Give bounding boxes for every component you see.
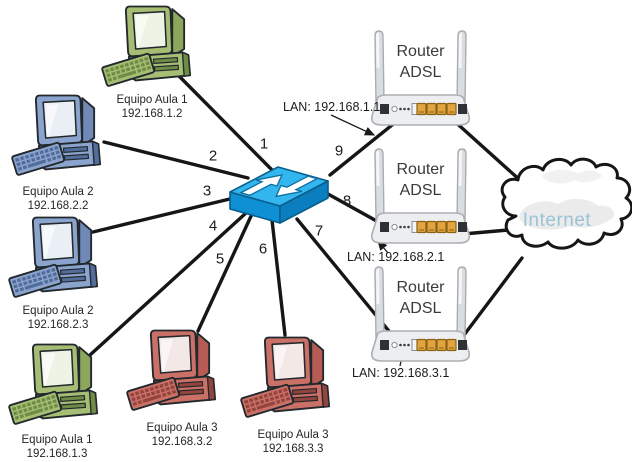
computer-name: Equipo Aula 3 <box>257 429 329 441</box>
lan-label-router3: LAN: 192.168.3.1 <box>352 366 450 380</box>
computer-aula3-1 <box>125 327 227 419</box>
computer-label: Equipo Aula 1 192.168.1.3 <box>22 434 93 461</box>
computer-aula1-1 <box>100 3 202 95</box>
computer-name: Equipo Aula 2 <box>22 305 94 317</box>
lan-label-router2: LAN: 192.168.2.1 <box>347 250 445 264</box>
computer-label: Equipo Aula 2 192.168.2.2 <box>23 186 94 213</box>
computer-icon <box>7 343 99 426</box>
router-label-line1: Router <box>396 43 445 60</box>
switch-arrows-icon <box>235 168 323 203</box>
cable-number-7: 7 <box>314 222 324 240</box>
router-label-line2: ADSL <box>399 300 442 317</box>
router-label-line2: ADSL <box>399 182 442 199</box>
computer-name: Equipo Aula 1 <box>116 94 188 106</box>
router-label: Router ADSL <box>363 277 478 319</box>
computer-ip: 192.168.1.3 <box>26 447 88 460</box>
cloud-icon <box>500 157 632 250</box>
cable-number-3: 3 <box>202 182 212 200</box>
cable-number-6: 6 <box>258 240 268 258</box>
computer-aula2-2 <box>7 214 109 306</box>
cable-number-1: 1 <box>259 135 269 153</box>
internet-cloud: Internet <box>486 152 632 264</box>
lan-label-router1: LAN: 192.168.1.1 <box>283 100 381 114</box>
computer-label: Equipo Aula 3 192.168.3.2 <box>147 422 218 449</box>
cable-number-8: 8 <box>342 192 352 210</box>
computer-icon <box>10 94 102 177</box>
router-label-line1: Router <box>396 279 445 296</box>
network-switch <box>226 162 332 228</box>
router-label-line1: Router <box>396 161 445 178</box>
cable-number-5: 5 <box>215 250 225 268</box>
computer-label: Equipo Aula 3 192.168.3.3 <box>258 429 329 456</box>
computer-ip: 192.168.2.3 <box>27 318 89 331</box>
computer-name: Equipo Aula 1 <box>21 434 93 446</box>
computer-ip: 192.168.3.2 <box>151 435 213 448</box>
router-label: Router ADSL <box>363 41 478 83</box>
computer-icon <box>239 336 331 419</box>
computer-aula1-2 <box>7 341 109 433</box>
cable-number-4: 4 <box>208 217 218 235</box>
router-adsl-1: Router ADSL <box>363 28 478 133</box>
cable-number-9: 9 <box>334 142 344 160</box>
computer-ip: 192.168.3.3 <box>262 442 324 455</box>
computer-name: Equipo Aula 3 <box>146 422 218 434</box>
computer-label: Equipo Aula 2 192.168.2.3 <box>23 305 94 332</box>
switch-icon <box>229 166 329 224</box>
router-adsl-3: Router ADSL <box>363 264 478 369</box>
computer-label: Equipo Aula 1 192.168.1.2 <box>117 94 188 121</box>
internet-label: Internet <box>522 210 592 231</box>
router-label-line2: ADSL <box>399 64 442 81</box>
computer-icon <box>7 216 99 299</box>
router-label: Router ADSL <box>363 159 478 201</box>
computer-ip: 192.168.2.2 <box>27 199 89 212</box>
computer-name: Equipo Aula 2 <box>22 186 94 198</box>
cable-number-2: 2 <box>208 147 218 165</box>
computer-aula2-1 <box>10 92 112 184</box>
computer-icon <box>125 329 217 412</box>
computer-aula3-2 <box>239 334 341 426</box>
computer-icon <box>100 5 192 88</box>
router-adsl-2: Router ADSL <box>363 146 478 251</box>
computer-ip: 192.168.1.2 <box>121 107 183 120</box>
